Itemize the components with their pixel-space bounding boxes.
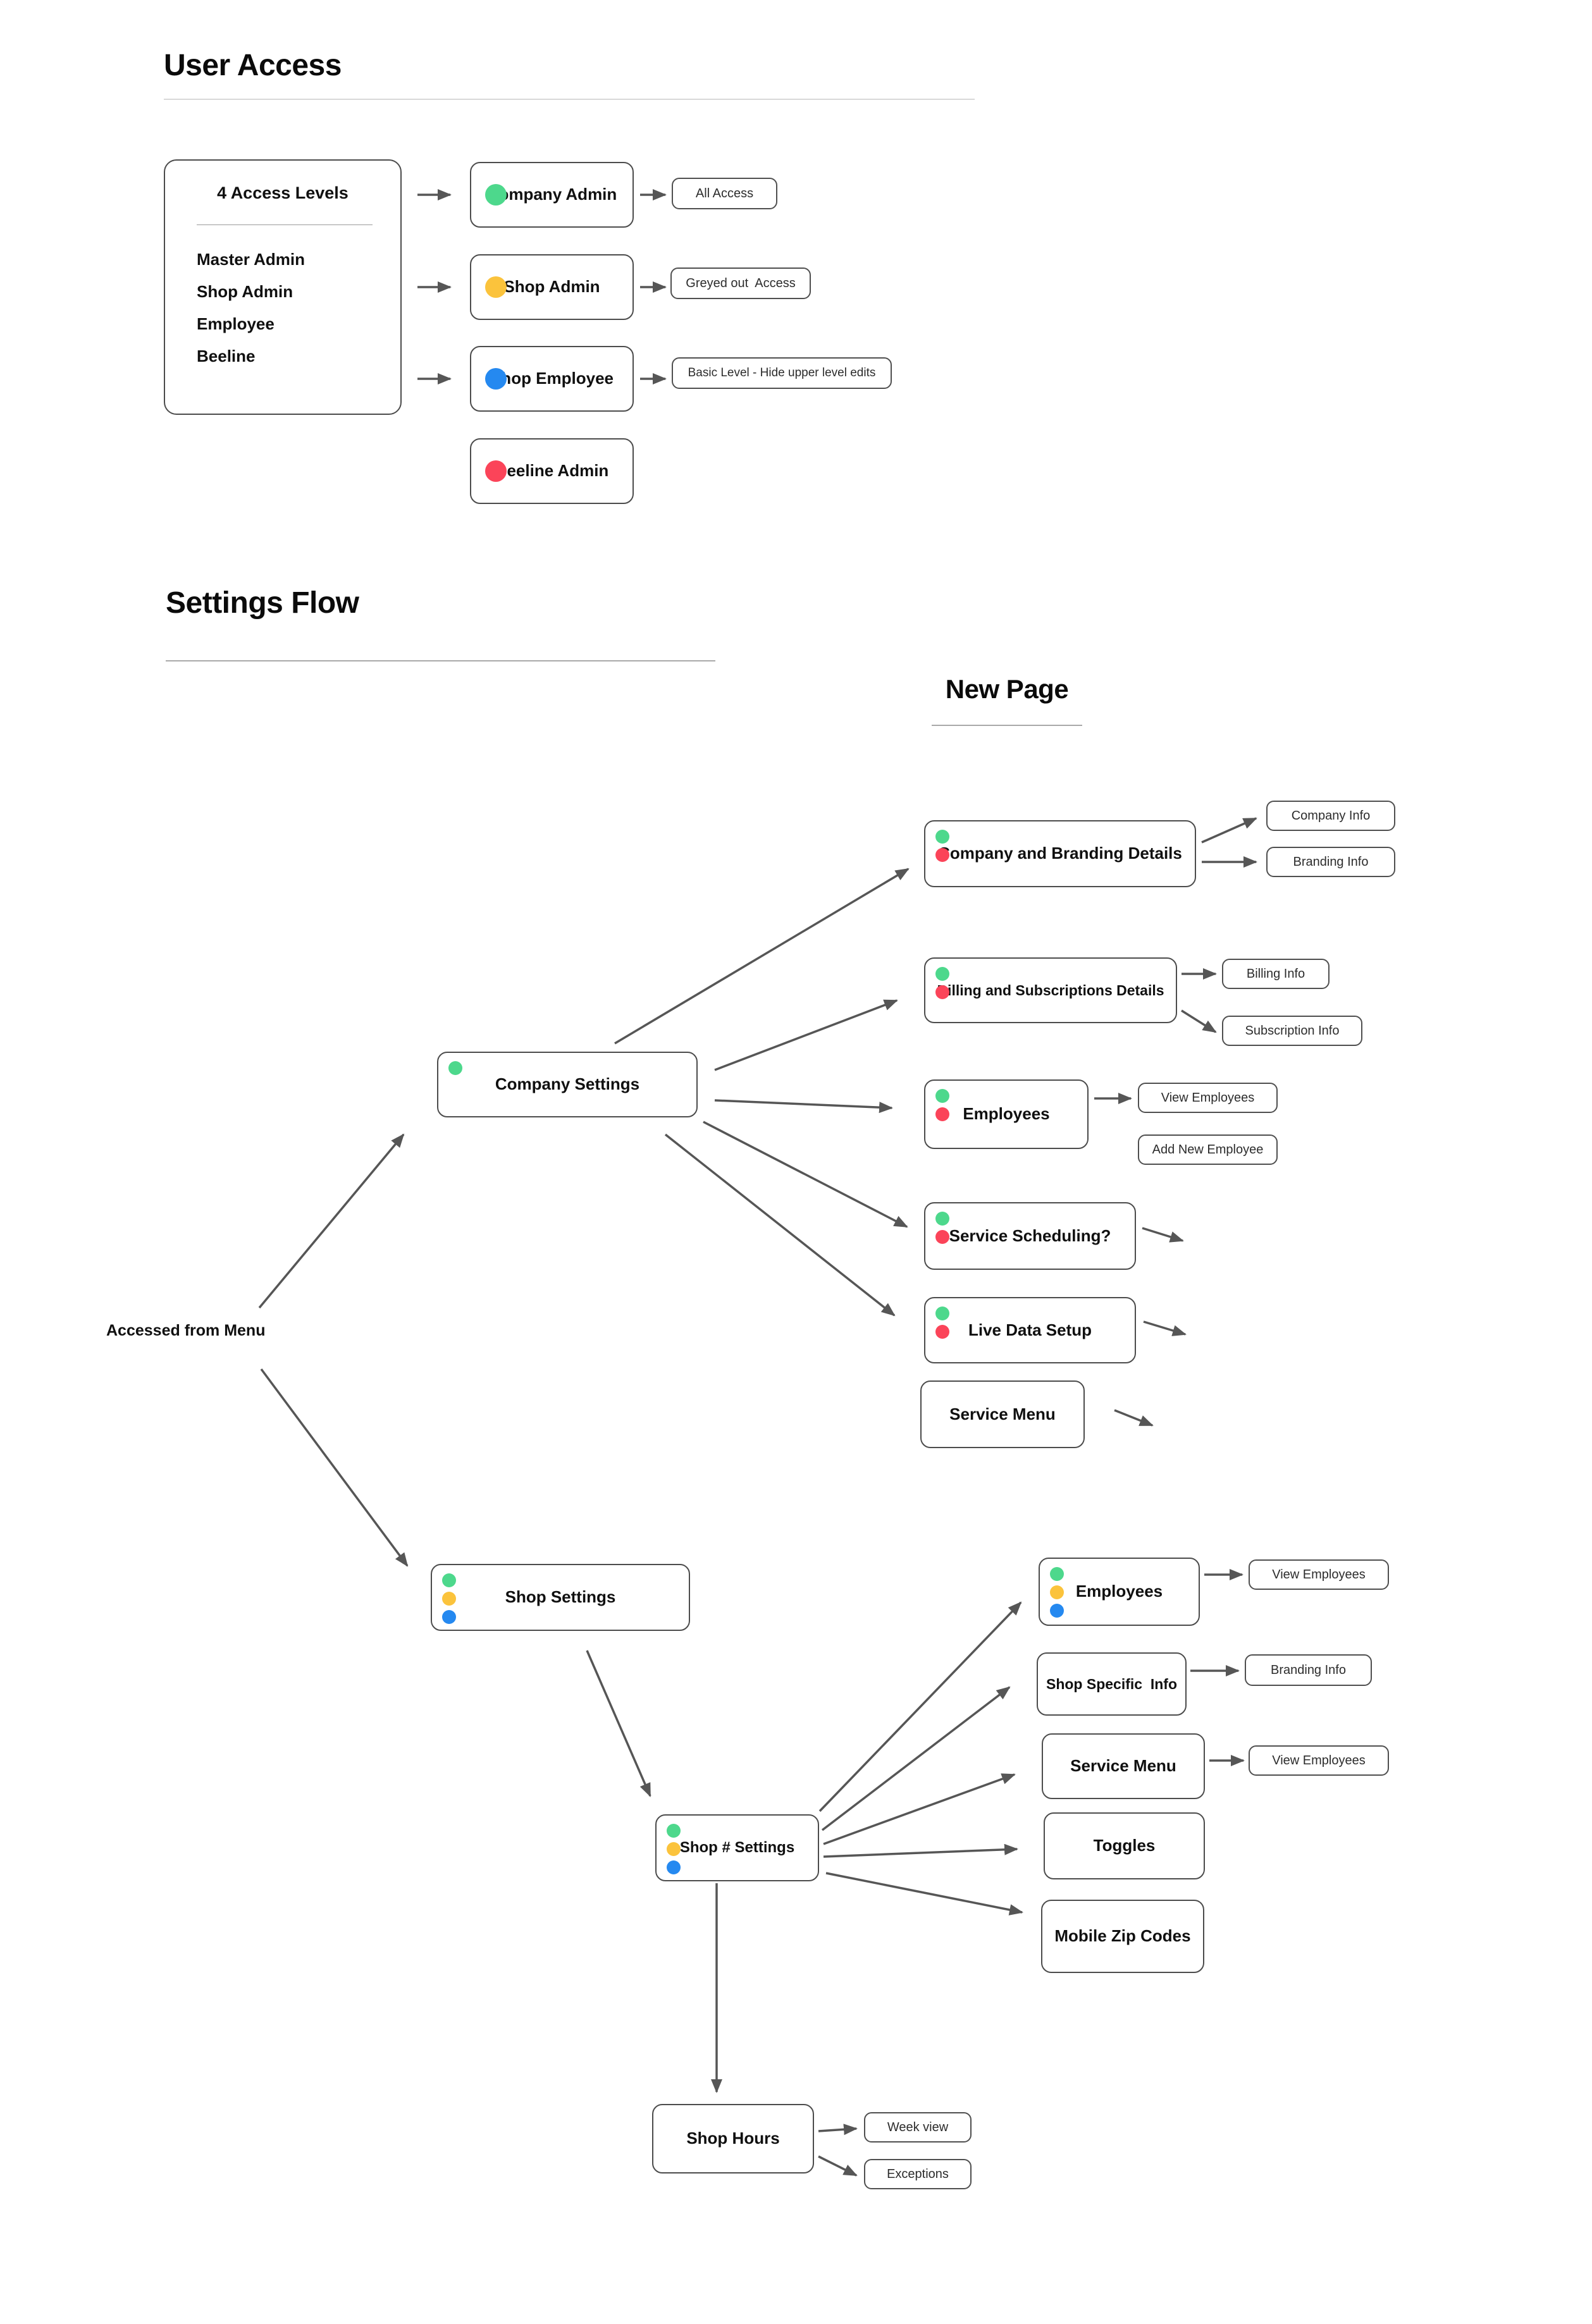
- node-label: Mobile Zip Codes: [1054, 1926, 1191, 1946]
- node-shop-admin[interactable]: Shop Admin: [470, 254, 634, 320]
- node-shop-num-settings[interactable]: Shop # Settings: [655, 1814, 819, 1881]
- node-label: Service Scheduling?: [949, 1226, 1111, 1245]
- pill-view-employees-shop[interactable]: View Employees: [1249, 1559, 1389, 1590]
- node-label: Service Menu: [1070, 1756, 1176, 1776]
- node-label: Shop # Settings: [679, 1839, 795, 1857]
- node-label: Shop Specific Info: [1046, 1675, 1177, 1692]
- access-levels-divider: [197, 224, 373, 226]
- node-label: Service Menu: [949, 1404, 1056, 1423]
- access-level-item: Shop Admin: [197, 281, 293, 301]
- node-label: Billing and Subscriptions Details: [937, 981, 1164, 999]
- red-dot-icon: [935, 848, 949, 862]
- node-shop-specific-info[interactable]: Shop Specific Info: [1037, 1652, 1187, 1716]
- section-title-user-access: User Access: [164, 49, 342, 82]
- pill-company-info[interactable]: Company Info: [1266, 801, 1395, 831]
- section-title-new-page: New Page: [945, 674, 1069, 704]
- access-level-item: Employee: [197, 314, 275, 333]
- access-levels-heading: 4 Access Levels: [217, 183, 349, 202]
- node-service-menu-shop[interactable]: Service Menu: [1042, 1733, 1205, 1799]
- pill-add-new-employee[interactable]: Add New Employee: [1138, 1134, 1278, 1165]
- node-label: Employees: [963, 1104, 1050, 1124]
- green-dot-icon: [1050, 1567, 1064, 1581]
- node-shop-employee[interactable]: Shop Employee: [470, 346, 634, 412]
- pill-all-access[interactable]: All Access: [672, 178, 777, 209]
- node-label: Employees: [1075, 1582, 1163, 1601]
- red-dot-icon: [935, 1230, 949, 1244]
- red-dot-icon: [485, 460, 507, 482]
- yellow-dot-icon: [442, 1592, 456, 1606]
- node-access-levels[interactable]: 4 Access Levels Master Admin Shop Admin …: [164, 159, 402, 415]
- status-dots: [935, 830, 949, 862]
- node-label: Shop Employee: [490, 369, 614, 388]
- yellow-dot-icon: [667, 1842, 681, 1856]
- node-live-data-setup[interactable]: Live Data Setup: [924, 1297, 1136, 1363]
- section-title-settings-flow: Settings Flow: [166, 586, 359, 620]
- blue-dot-icon: [442, 1610, 456, 1624]
- green-dot-icon: [935, 1089, 949, 1103]
- divider-user-access: [164, 99, 975, 100]
- green-dot-icon: [935, 967, 949, 981]
- status-dots: [935, 1212, 949, 1244]
- green-dot-icon: [935, 1212, 949, 1226]
- node-label: Company Settings: [495, 1074, 640, 1094]
- pill-exceptions[interactable]: Exceptions: [864, 2159, 972, 2189]
- node-label: Shop Settings: [505, 1587, 616, 1607]
- pill-branding-info-shop[interactable]: Branding Info: [1245, 1654, 1372, 1686]
- node-label: Shop Admin: [503, 277, 600, 297]
- node-label: Company and Branding Details: [938, 844, 1182, 863]
- pill-basic-level[interactable]: Basic Level - Hide upper level edits: [672, 357, 892, 389]
- node-company-settings[interactable]: Company Settings: [437, 1052, 698, 1117]
- node-shop-settings[interactable]: Shop Settings: [431, 1564, 690, 1631]
- pill-view-employees[interactable]: View Employees: [1138, 1083, 1278, 1113]
- label-accessed-from-menu: Accessed from Menu: [106, 1322, 266, 1339]
- red-dot-icon: [935, 1325, 949, 1339]
- green-dot-icon: [448, 1061, 462, 1075]
- blue-dot-icon: [485, 368, 507, 390]
- node-employees-shop[interactable]: Employees: [1039, 1558, 1200, 1626]
- green-dot-icon: [935, 830, 949, 844]
- divider-settings-flow: [166, 660, 715, 661]
- node-service-scheduling[interactable]: Service Scheduling?: [924, 1202, 1136, 1270]
- green-dot-icon: [667, 1824, 681, 1838]
- node-shop-hours[interactable]: Shop Hours: [652, 2104, 814, 2173]
- node-toggles[interactable]: Toggles: [1044, 1812, 1205, 1879]
- node-billing-subscriptions-details[interactable]: Billing and Subscriptions Details: [924, 957, 1177, 1023]
- status-dots: [448, 1061, 462, 1075]
- status-dots: [935, 1089, 949, 1121]
- access-level-item: Beeline: [197, 346, 256, 366]
- green-dot-icon: [442, 1573, 456, 1587]
- divider-new-page: [932, 725, 1082, 726]
- green-dot-icon: [485, 184, 507, 206]
- pill-branding-info[interactable]: Branding Info: [1266, 847, 1395, 877]
- blue-dot-icon: [1050, 1604, 1064, 1618]
- node-label: Beeline Admin: [495, 461, 609, 481]
- red-dot-icon: [935, 985, 949, 999]
- status-dots: [442, 1573, 456, 1624]
- node-mobile-zip-codes[interactable]: Mobile Zip Codes: [1041, 1900, 1204, 1973]
- yellow-dot-icon: [485, 276, 507, 298]
- red-dot-icon: [935, 1107, 949, 1121]
- node-label: Live Data Setup: [968, 1320, 1092, 1339]
- status-dots: [667, 1824, 681, 1874]
- blue-dot-icon: [667, 1860, 681, 1874]
- pill-week-view[interactable]: Week view: [864, 2112, 972, 2143]
- yellow-dot-icon: [1050, 1585, 1064, 1599]
- node-company-admin[interactable]: Company Admin: [470, 162, 634, 228]
- pill-subscription-info[interactable]: Subscription Info: [1222, 1016, 1362, 1046]
- node-label: Toggles: [1093, 1836, 1156, 1855]
- status-dots: [935, 967, 949, 999]
- pill-billing-info[interactable]: Billing Info: [1222, 959, 1330, 989]
- pill-greyed-out-access[interactable]: Greyed out Access: [670, 267, 811, 299]
- status-dots: [1050, 1567, 1064, 1618]
- status-dots: [935, 1306, 949, 1339]
- green-dot-icon: [935, 1306, 949, 1320]
- node-label: Shop Hours: [686, 2129, 780, 2148]
- node-employees-company[interactable]: Employees: [924, 1079, 1089, 1149]
- access-level-item: Master Admin: [197, 250, 305, 269]
- node-company-branding-details[interactable]: Company and Branding Details: [924, 820, 1196, 887]
- node-beeline-admin[interactable]: Beeline Admin: [470, 438, 634, 504]
- node-service-menu-company[interactable]: Service Menu: [920, 1380, 1085, 1448]
- pill-view-employees-service-menu[interactable]: View Employees: [1249, 1745, 1389, 1776]
